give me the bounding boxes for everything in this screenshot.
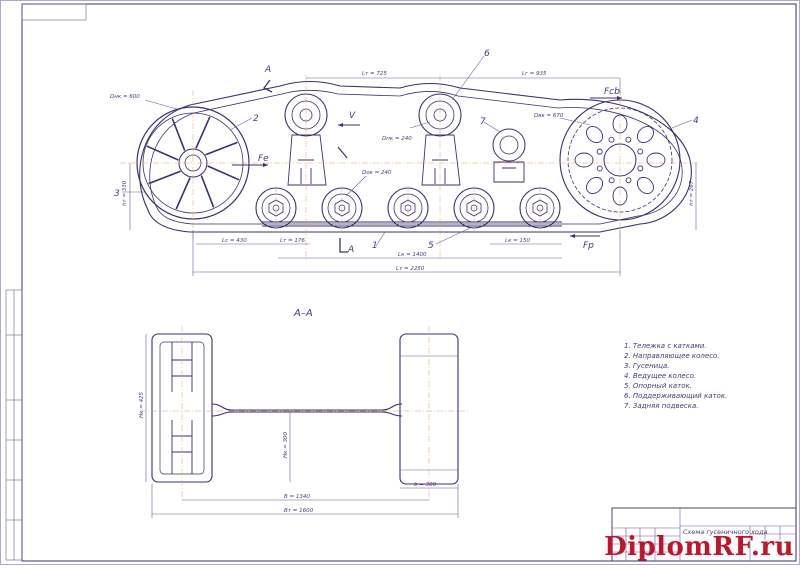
dim-lo: Lк = 150 — [505, 238, 530, 244]
dim-h-axle: Hк = 300 — [283, 431, 289, 458]
section-mark-top: A — [264, 65, 271, 75]
callout-3: 3 — [114, 189, 120, 199]
dim-dvk: Dвк = 670 — [534, 113, 564, 119]
dim-lk: Lк = 1400 — [398, 252, 427, 258]
legend-item: 2. Направляющее колесо. — [624, 352, 720, 360]
left-margin-stamps — [5, 289, 23, 561]
title-block-name: Схема гусеничного хода — [683, 528, 767, 536]
track-inner — [149, 89, 683, 225]
callout-1: 1 — [372, 241, 378, 251]
dim-lt-725: Lт = 725 — [362, 71, 387, 77]
callout-2: 2 — [253, 114, 259, 124]
title-block: Схема гусеничного хода — [611, 507, 797, 562]
section-arrow-bottom — [339, 238, 348, 253]
legend-item: 1. Тележка с катками. — [624, 342, 707, 350]
callout-7: 7 — [480, 117, 486, 127]
legend-item: 7. Задняя подвеска. — [624, 402, 698, 410]
axle — [211, 403, 403, 417]
callout-6: 6 — [484, 49, 490, 59]
dim-h-right: hт = 267 — [689, 180, 695, 206]
callouts: 1 2 3 4 5 6 7 — [114, 49, 699, 251]
legend-item: 5. Опорный каток. — [624, 382, 692, 390]
dim-lr-935: Lг = 935 — [522, 71, 547, 77]
bogie-beam — [262, 221, 562, 227]
direction-mark — [337, 146, 348, 159]
site-watermark: DiplomRF.ru — [604, 532, 794, 562]
side-view: A A V Fe Fcb Fp 1 2 3 4 5 6 7 Lт = 725 — [110, 49, 700, 276]
velocity-label: V — [349, 111, 356, 121]
dim-lp: Lт = 176 — [280, 238, 305, 244]
legend-item: 6. Поддерживающий каток. — [624, 392, 727, 400]
parts-legend: 1. Тележка с катками. 2. Направляющее кол… — [624, 342, 727, 410]
section-arrow-top — [263, 79, 273, 93]
callout-5: 5 — [428, 241, 434, 251]
dim-b-track: B = 1340 — [284, 494, 310, 500]
road-wheels — [255, 186, 561, 232]
dim-h-section: Hк = 425 — [139, 391, 145, 418]
dim-dok: Dок = 240 — [362, 170, 392, 176]
road-wheel — [453, 186, 495, 232]
section-mark-bottom: A — [347, 245, 354, 255]
dim-b-total: Bт = 1600 — [284, 508, 314, 514]
dim-dnk: Dнк = 600 — [110, 94, 140, 100]
drawing-frame — [21, 3, 797, 562]
legend-item: 4. Ведущее колесо. — [624, 372, 696, 380]
section-title: А–А — [293, 308, 313, 319]
dim-lc: Lс = 430 — [222, 238, 247, 244]
callout-4: 4 — [693, 116, 699, 126]
force-fp-label: Fp — [583, 241, 594, 251]
section-view: Hк = 425 Hк = 300 B = 1340 Bт = 1600 b =… — [139, 326, 470, 518]
dim-b-width: b = 300 — [414, 482, 437, 488]
legend-item: 3. Гусеница. — [624, 362, 670, 370]
dim-dpk: Dпк = 240 — [382, 136, 412, 142]
rear-suspension — [492, 128, 526, 183]
top-stamp-box — [21, 3, 87, 21]
side-dimensions: Lт = 725 Lг = 935 Dнк = 600 Dпк = 240 Dо… — [110, 71, 697, 276]
dim-lt-total: Lт = 2250 — [396, 266, 425, 272]
force-fe-label: Fe — [258, 154, 269, 164]
force-fcb-label: Fcb — [604, 87, 620, 97]
dim-h-left: hт = 330 — [122, 180, 128, 206]
